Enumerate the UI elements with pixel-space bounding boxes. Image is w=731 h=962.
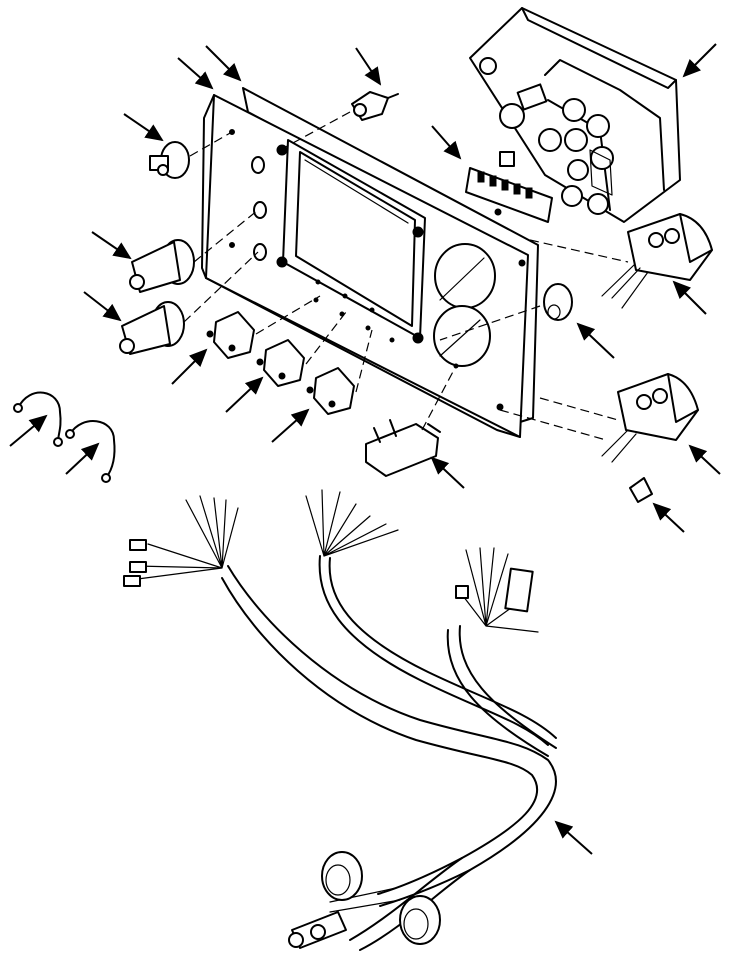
- key-switch-lower: [119, 301, 185, 355]
- callout-arrow: [576, 322, 615, 359]
- alignment-lines: [183, 111, 629, 441]
- jumper-wire-1: [13, 391, 63, 447]
- key-switch-upper: [129, 239, 195, 293]
- callout-arrow: [171, 348, 208, 385]
- relay-block: [365, 419, 441, 477]
- pressure-sender: [351, 91, 399, 121]
- callout-arrow: [205, 45, 242, 82]
- callout-arrow: [225, 376, 264, 413]
- callout-arrow: [430, 456, 465, 489]
- rocker-switch-1: [206, 311, 255, 359]
- callout-arrow: [355, 47, 382, 86]
- instrument-panel: [201, 94, 529, 438]
- rocker-switch-3: [306, 367, 355, 415]
- callout-arrows: [9, 43, 721, 855]
- callout-arrow: [65, 442, 100, 475]
- gauge-lower: [601, 373, 699, 463]
- callout-arrow: [91, 231, 132, 260]
- wiring-harness: [123, 489, 557, 951]
- jumper-wire-2: [65, 420, 116, 483]
- circuit-board: [465, 151, 553, 223]
- callout-arrow: [177, 57, 214, 90]
- callout-arrow: [652, 502, 685, 533]
- callout-arrow: [554, 820, 593, 855]
- indicator-bulb: [629, 477, 653, 503]
- callout-arrow: [682, 43, 717, 78]
- callout-arrow: [672, 280, 707, 315]
- grommet-plug: [543, 283, 573, 321]
- rocker-switch-2: [256, 339, 305, 387]
- callout-arrow: [123, 113, 164, 142]
- callout-arrow: [431, 125, 462, 160]
- instrument-cluster-module: [469, 7, 681, 223]
- rotary-switch-small: [149, 141, 190, 179]
- callout-arrow: [9, 414, 48, 447]
- callout-arrow: [83, 291, 122, 322]
- callout-arrow: [688, 444, 721, 475]
- callout-arrow: [271, 408, 310, 443]
- gauge-upper: [601, 213, 713, 309]
